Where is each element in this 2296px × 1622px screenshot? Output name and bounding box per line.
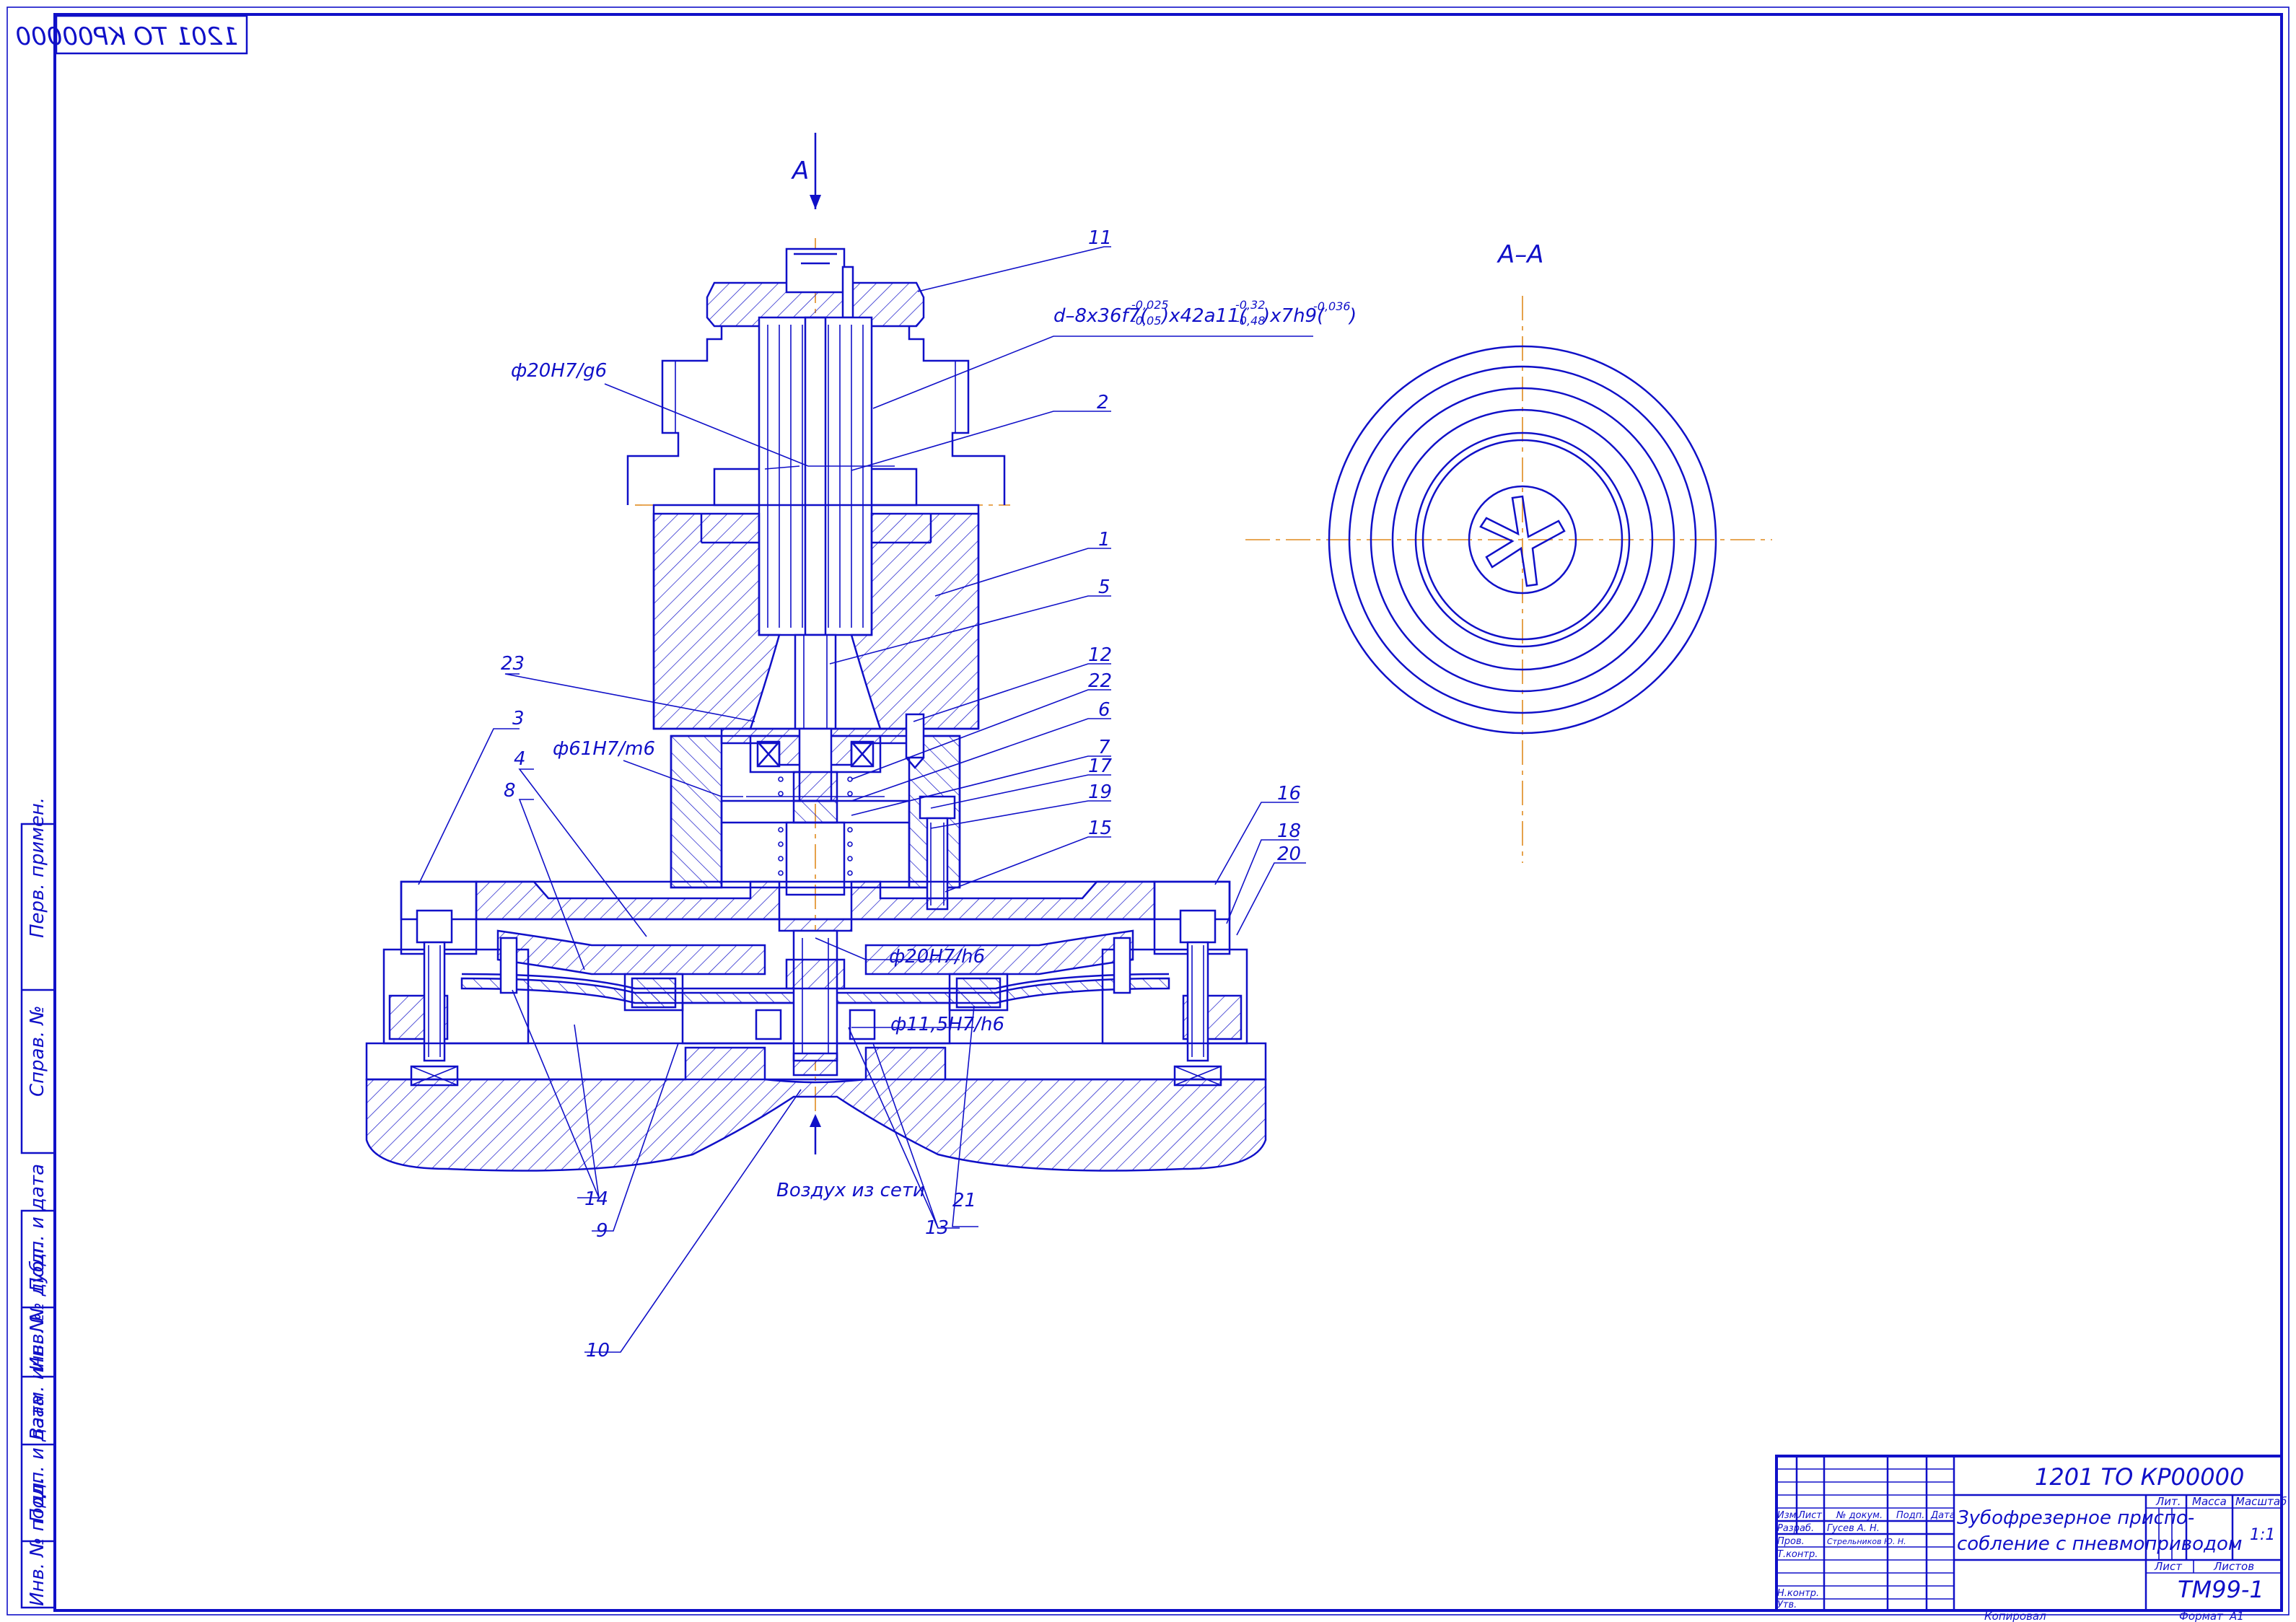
- callout-11: 11: [1088, 227, 1112, 249]
- mirrored-code-box: 1201 ТО КР00000: [16, 14, 248, 55]
- tb-name-line2: собление с пневмоприводом: [1957, 1533, 2243, 1555]
- callout-4: 4: [514, 748, 526, 770]
- callout-9: 9: [596, 1220, 608, 1242]
- tb-row-tkontr: Т.контр.: [1777, 1549, 1818, 1560]
- callout-15: 15: [1088, 817, 1112, 839]
- callout-2: 2: [1097, 392, 1109, 413]
- tb-col-sign: Подп.: [1896, 1510, 1924, 1521]
- svg-text:-0,036: -0,036: [1313, 299, 1351, 313]
- svg-text:-0,32: -0,32: [1235, 298, 1265, 312]
- tb-sheets: Листов: [2213, 1560, 2254, 1573]
- fit-20-h6: ф20Н7/h6: [889, 946, 985, 968]
- callout-10: 10: [586, 1340, 610, 1362]
- svg-text:d–8x36f7(: d–8x36f7(: [1053, 305, 1149, 327]
- nut-11: [706, 281, 925, 328]
- tb-prov-name: Стрельников Ю. Н.: [1827, 1537, 1906, 1546]
- housing-1: [652, 512, 781, 730]
- callout-19: 19: [1088, 781, 1112, 803]
- stamp-inv-dubl: Инв. № дубл.: [27, 1242, 48, 1371]
- callout-18: 18: [1277, 820, 1301, 842]
- tb-row-prov: Пров.: [1777, 1536, 1805, 1547]
- tb-row-utv: Утв.: [1777, 1600, 1797, 1610]
- tb-row-nkontr: Н.контр.: [1777, 1588, 1819, 1599]
- fit-61: ф61Н7/m6: [553, 738, 655, 760]
- callout-1: 1: [1098, 529, 1110, 551]
- svg-text:-0,48: -0,48: [1235, 314, 1265, 328]
- assembly-section-view: А: [365, 133, 1267, 1201]
- outer-frame: [6, 6, 2290, 1616]
- shaft-key-symbol: [1479, 495, 1566, 587]
- callout-14: 14: [584, 1188, 608, 1210]
- callout-12: 12: [1088, 644, 1112, 666]
- machine-table: [365, 1046, 1267, 1172]
- air-inlet-label: Воздух из сети: [776, 1180, 925, 1201]
- svg-text:-0,025: -0,025: [1131, 298, 1169, 312]
- tb-scale-value: 1:1: [2250, 1526, 2275, 1544]
- stamp-podp-data-1: Подп. и дата: [27, 1164, 48, 1292]
- fit-11: ф11,5Н7/h6: [890, 1014, 1004, 1035]
- leader-lines: [418, 246, 1313, 1353]
- spline-shaft-2: [758, 316, 873, 636]
- svg-text:-0,05: -0,05: [1131, 314, 1161, 328]
- callout-6: 6: [1098, 699, 1110, 721]
- callout-20: 20: [1277, 843, 1301, 865]
- tb-copied: Копировал: [1984, 1610, 2046, 1622]
- tb-massa: Масса: [2192, 1495, 2227, 1508]
- stamp-inv-podl: Инв. № подл.: [27, 1477, 48, 1606]
- svg-text:)x7h9(: )x7h9(: [1261, 305, 1326, 327]
- callout-5: 5: [1098, 577, 1110, 598]
- tb-format-value: А1: [2229, 1610, 2244, 1622]
- tb-col-doc: № докум.: [1836, 1510, 1883, 1521]
- callout-8: 8: [504, 780, 516, 802]
- section-a-a-view: А–А: [1245, 240, 1772, 863]
- diaphragm-plate-4: [496, 929, 766, 976]
- callout-21: 21: [952, 1190, 976, 1211]
- section-a-a-title: А–А: [1497, 240, 1544, 269]
- tb-masshtab: Масштаб: [2235, 1495, 2287, 1508]
- tb-code: 1201 ТО КР00000: [2035, 1463, 2244, 1491]
- spline-callout: d–8x36f7( -0,025 -0,05 )x42a11( -0,32 -0…: [1053, 298, 1357, 328]
- stamp-podp-data-2: Подп. и дата: [27, 1395, 48, 1522]
- tb-sheet: Лист: [2154, 1560, 2183, 1573]
- inner-frame: [53, 13, 2283, 1612]
- svg-text:): ): [1348, 305, 1357, 327]
- callout-16: 16: [1277, 783, 1301, 805]
- title-block: 1201 ТО КР00000 Зубофрезерное приспо- со…: [1775, 1455, 2287, 1622]
- tb-col-izm: Изм.: [1777, 1510, 1800, 1521]
- callout-13: 13: [925, 1217, 949, 1239]
- stamp-sprav-no: Справ. №: [27, 1006, 48, 1097]
- svg-text:)x42a11(: )x42a11(: [1160, 305, 1248, 327]
- callout-22: 22: [1088, 670, 1112, 692]
- stamp-vzam-inv: Взам. инв. №: [27, 1312, 48, 1440]
- fit-20-g6: ф20Н7/g6: [511, 360, 607, 382]
- tb-format-label: Формат: [2179, 1610, 2224, 1622]
- tb-row-razrab: Разраб.: [1777, 1523, 1814, 1534]
- callout-17: 17: [1088, 755, 1113, 777]
- tb-col-list: Лист: [1797, 1510, 1822, 1521]
- mirrored-code-text: 1201 ТО КР00000: [16, 22, 238, 51]
- tb-org: ТМ99-1: [2178, 1576, 2264, 1603]
- side-stamp: Перв. примен. Справ. № Подп. и дата Инв.…: [20, 797, 56, 1609]
- callout-23: 23: [501, 653, 525, 675]
- tb-razrab-name: Гусев А. Н.: [1827, 1523, 1880, 1534]
- stamp-perv-primen: Перв. примен.: [27, 797, 48, 938]
- callout-3: 3: [512, 708, 525, 729]
- tb-lit: Лит.: [2155, 1495, 2181, 1508]
- callout-7: 7: [1098, 737, 1110, 758]
- section-marker-a: А: [791, 157, 809, 185]
- callout-numbers: 11 2 1 5 12 22 6 7 17 19 15 16 18 20 23 …: [501, 227, 1301, 1362]
- tb-name-line1: Зубофрезерное приспо-: [1957, 1507, 2194, 1529]
- tb-col-date: Дата: [1930, 1510, 1955, 1521]
